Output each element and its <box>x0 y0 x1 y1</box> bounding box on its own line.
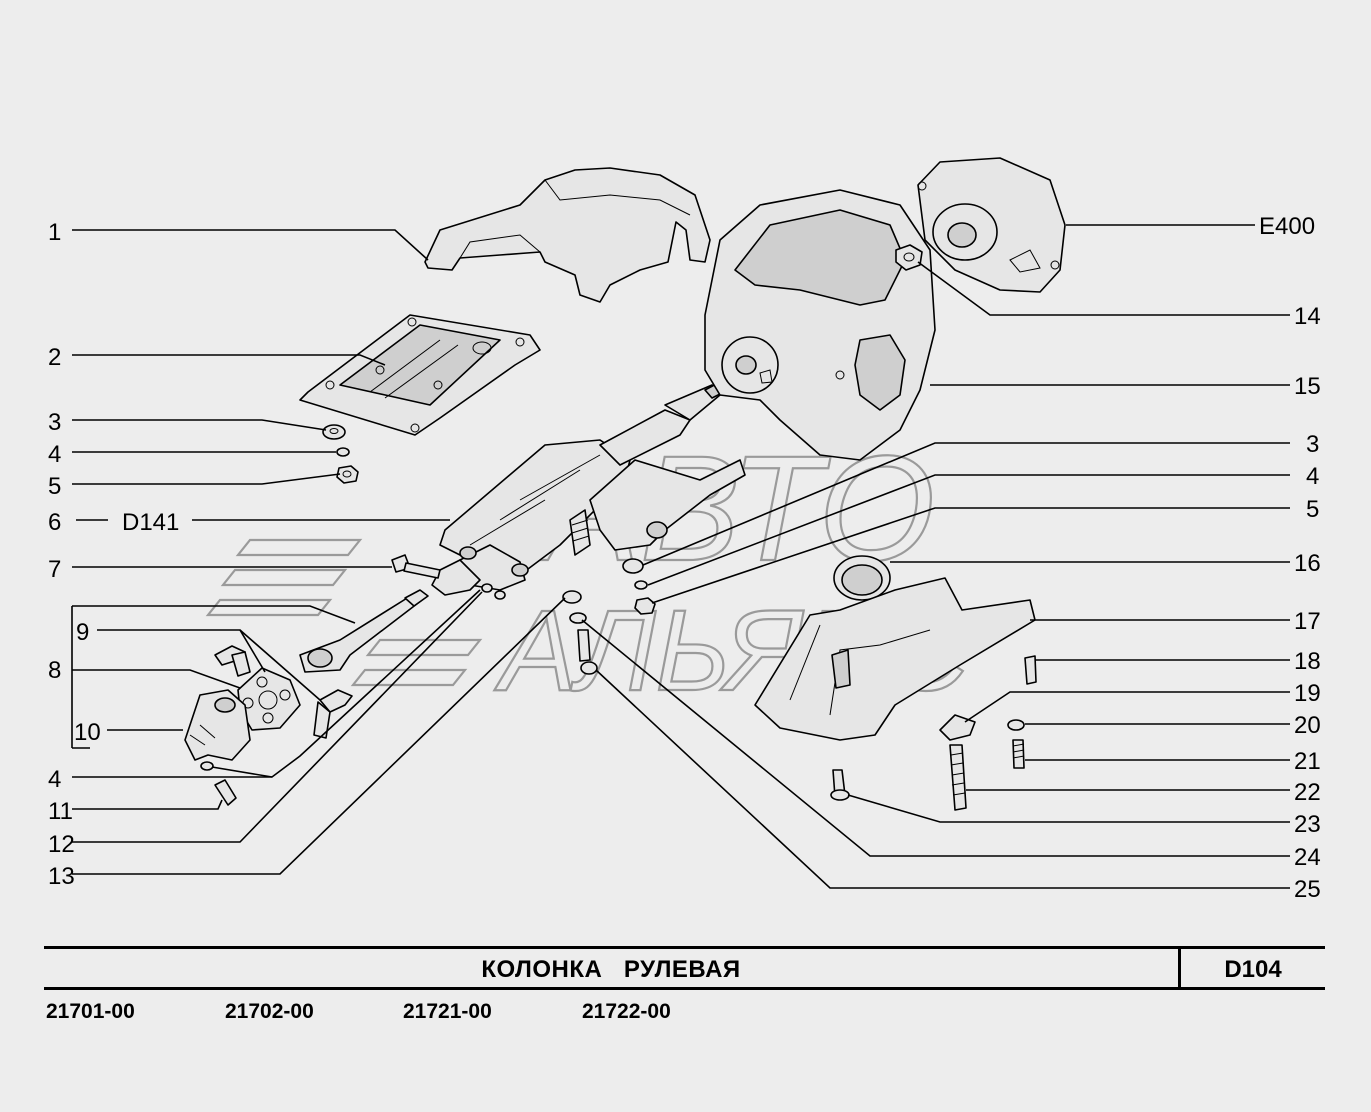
callout-1: 1 <box>48 219 61 246</box>
callout-23: 23 <box>1294 811 1321 838</box>
callout-18: 18 <box>1294 648 1321 675</box>
part-pin-9b <box>313 689 353 739</box>
callout-13: 13 <box>48 863 75 890</box>
diagram-code: D104 <box>1224 956 1282 983</box>
model-code: 21721-00 <box>403 1000 492 1023</box>
callout-19: 19 <box>1294 680 1321 707</box>
part-bolt-7 <box>391 554 441 579</box>
callouts-right: E400 14 15 3 4 5 16 17 18 19 20 21 22 23… <box>1259 213 1321 903</box>
callout-7: 7 <box>48 556 61 583</box>
part-washer-20 <box>1007 719 1025 731</box>
part-ring-16 <box>833 555 891 601</box>
part-pin-9a <box>214 645 251 677</box>
callout-22: 22 <box>1294 779 1321 806</box>
part-bolt-11 <box>214 779 237 806</box>
leader-lines <box>71 224 1290 889</box>
part-upper-shroud <box>424 167 711 303</box>
part-washer-left <box>322 424 346 440</box>
part-mounting-plate <box>299 314 541 436</box>
callout-5r: 5 <box>1306 496 1319 523</box>
part-lower-shroud <box>754 577 1036 741</box>
part-lockwasher-right <box>634 580 648 590</box>
callout-15: 15 <box>1294 373 1321 400</box>
callout-3: 3 <box>48 409 61 436</box>
callouts-left: 1 2 3 4 5 6 D141 7 8 9 10 4 11 12 13 <box>48 219 179 890</box>
callout-2: 2 <box>48 344 61 371</box>
callout-17: 17 <box>1294 608 1321 635</box>
callout-14: 14 <box>1294 303 1321 330</box>
part-screw-21 <box>1012 739 1025 769</box>
part-washer-24 <box>562 590 587 624</box>
part-nut-14 <box>895 244 923 271</box>
callout-4b: 4 <box>48 766 61 793</box>
part-screw-25 <box>577 629 598 675</box>
callout-25: 25 <box>1294 876 1321 903</box>
part-nut-lower <box>200 761 214 771</box>
callout-11: 11 <box>48 798 73 825</box>
callout-16: 16 <box>1294 550 1321 577</box>
part-screw-23 <box>830 769 850 801</box>
callout-24: 24 <box>1294 844 1321 871</box>
model-code: 21702-00 <box>225 1000 314 1023</box>
callout-21: 21 <box>1294 748 1321 775</box>
part-steering-wheel <box>704 189 936 461</box>
diagram-title: КОЛОНКА РУЛЕВАЯ <box>481 956 741 983</box>
part-nut-12 <box>481 583 493 593</box>
callout-10: 10 <box>74 719 101 746</box>
callout-5: 5 <box>48 473 61 500</box>
part-washer-13 <box>494 590 506 600</box>
callout-4: 4 <box>48 441 61 468</box>
part-screw-22 <box>949 744 967 811</box>
callout-4r: 4 <box>1306 463 1319 490</box>
part-lockwasher-left <box>336 447 350 457</box>
callout-e400: E400 <box>1259 213 1315 240</box>
part-washer-right <box>622 558 644 574</box>
part-airbag-module <box>917 157 1066 293</box>
part-steering-column <box>431 381 746 596</box>
part-yoke <box>184 689 251 761</box>
callout-3r: 3 <box>1306 431 1319 458</box>
callout-9: 9 <box>76 619 89 646</box>
title-block: КОЛОНКА РУЛЕВАЯ D104 <box>44 946 1325 990</box>
model-code: 21722-00 <box>582 1000 671 1023</box>
callout-6: 6 <box>48 509 61 536</box>
callout-d141: D141 <box>122 509 179 536</box>
callout-12: 12 <box>48 831 75 858</box>
callout-20: 20 <box>1294 712 1321 739</box>
part-nut-left <box>336 465 359 484</box>
model-code: 21701-00 <box>46 1000 135 1023</box>
part-screw-18 <box>1024 655 1037 685</box>
callout-8: 8 <box>48 657 61 684</box>
title-divider <box>1178 949 1181 987</box>
part-nut-right <box>634 597 656 615</box>
part-intermediate-shaft <box>299 589 429 673</box>
